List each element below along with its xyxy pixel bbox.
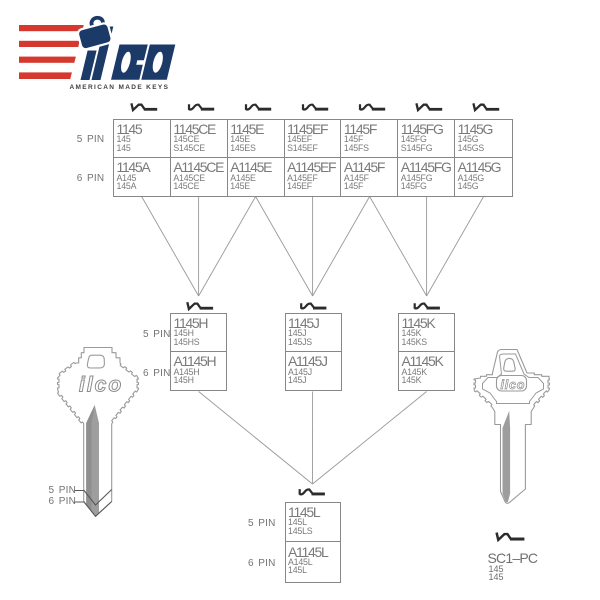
svg-text:ilco: ilco <box>501 378 526 392</box>
svg-text:ilco: ilco <box>79 374 123 397</box>
